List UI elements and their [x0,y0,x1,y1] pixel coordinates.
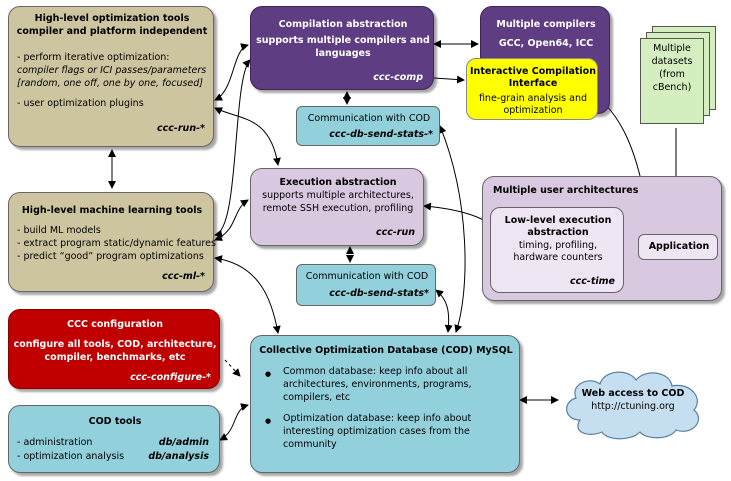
link-hlopt-comp [214,43,249,101]
cod-bullet-1-dot: ● [265,370,272,378]
hl-opt-subtitle: compiler and platform independent [16,26,208,37]
cod-tools-box[interactable]: COD tools - administration db/admin - op… [8,405,220,473]
comp-abs-line-2: supports multiple compilers and [256,35,430,46]
comp-abs-tag: ccc-comp [373,72,423,83]
cod-bullet-2-dot: ● [265,417,272,425]
ccc-conf-tag: ccc-configure-* [130,372,211,383]
cod-p2-line-2: interesting optimization cases from the [283,426,470,437]
ici-title-1: Interactive Compilation [470,66,596,77]
hl-opt-title: High-level optimization tools [34,13,190,24]
datasets-line-2: datasets [651,56,693,67]
lowlevel-line-3: timing, profiling, [518,240,598,251]
cod-database-box[interactable]: Collective Optimization Database (COD) M… [250,335,520,473]
exec-abs-title: Execution abstraction [279,177,397,188]
hl-ml-title: High-level machine learning tools [21,205,203,216]
ccc-conf-title: CCC configuration [67,319,163,330]
hl-opt-bullet-1: - perform iterative optimization: [17,52,170,63]
hl-ml-tools-box[interactable]: High-level machine learning tools - buil… [8,192,216,292]
comp-abs-line-3: languages [315,48,371,59]
application-box[interactable]: Application [638,234,718,260]
link-comp-ici [433,75,465,84]
ccc-conf-line-2: compiler, benchmarks, etc [44,352,186,363]
cod-tools-row-1-cmd: db/admin [158,437,209,448]
link-conf-cod [224,359,241,377]
ccc-conf-line-1: configure all tools, COD, architecture, [13,339,217,350]
link-hlml-comp [214,59,251,238]
lowlevel-title-2: abstraction [527,227,589,238]
user-arch-title: Multiple user architectures [493,185,639,196]
hl-opt-bullet-1b: [random, one off, one by one, focused] [17,78,204,89]
comm2-tag: ccc-db-send-stats* [329,288,429,299]
cod-tools-row-1-label: - administration [17,437,93,448]
communication-cod-box-1[interactable]: Communication with COD ccc-db-send-stats… [296,106,440,146]
cod-p1-line-3: compilers, etc [283,392,351,403]
web-access-url[interactable]: http://ctuning.org [591,401,675,412]
multi-comp-title: Multiple compilers [496,19,596,30]
exec-abs-line-2: supports multiple architectures, [262,190,414,201]
hl-ml-tag: ccc-ml-* [162,271,205,282]
lowlevel-title-1: Low-level execution [504,215,612,226]
hl-ml-bullet-1: - build ML models [17,225,101,236]
link-hlml-cod [214,255,281,334]
hl-ml-bullet-2: - extract program static/dynamic feature… [17,238,216,249]
cod-tools-row-2-label: - optimization analysis [17,451,125,462]
hl-optimization-tools-box[interactable]: High-level optimization tools compiler a… [8,6,214,147]
cod-tools-title: COD tools [88,416,142,427]
datasets-stack[interactable]: Multiple datasets (from cBench) [636,26,726,132]
cod-p2-line-3: community [283,439,337,450]
multi-comp-list: GCC, Open64, ICC [498,38,594,49]
communication-cod-box-2[interactable]: Communication with COD ccc-db-send-stats… [296,264,436,306]
hl-ml-bullet-3: - predict “good” program optimizations [17,251,204,262]
interactive-compilation-interface-box[interactable]: Interactive Compilation Interface fine-g… [466,58,598,120]
cloud-icon [566,371,700,440]
dataset-page-front: Multiple datasets (from cBench) [640,38,704,124]
link-comm2-cod [435,289,453,333]
comm1-tag: ccc-db-send-stats-* [329,129,433,140]
datasets-line-1: Multiple [653,43,691,54]
lowlevel-execution-box[interactable]: Low-level execution abstraction timing, … [490,207,624,293]
comm1-title: Communication with COD [307,113,431,124]
datasets-line-4: cBench) [652,82,692,93]
execution-abstraction-box[interactable]: Execution abstraction supports multiple … [250,168,424,246]
hl-opt-bullet-2: - user optimization plugins [17,98,144,109]
cod-tools-row-2-cmd: db/analysis [148,451,209,462]
ici-title-2: Interface [508,78,558,89]
cod-p1-line-2: architectures, environments, programs, [283,379,472,390]
exec-abs-tag: ccc-run [375,227,415,238]
compilation-abstraction-box[interactable]: Compilation abstraction supports multipl… [250,6,434,90]
exec-abs-line-3: remote SSH execution, profiling [262,203,414,214]
link-hlopt-exec [214,107,281,166]
link-tools-cod [219,403,249,441]
ici-line-3: fine-grain analysis and [478,93,588,104]
application-label: Application [648,241,710,252]
cod-p1-line-1: Common database: keep info about all [283,366,468,377]
link-comm1-cod [438,125,466,333]
ici-line-4: optimization [503,105,563,116]
ccc-configuration-box[interactable]: CCC configuration configure all tools, C… [8,309,220,389]
web-access-cloud[interactable]: Web access to COD http://ctuning.org [558,362,708,442]
web-access-title: Web access to COD [581,388,685,399]
link-hlml-exec [214,199,249,241]
lowlevel-tag: ccc-time [570,276,615,287]
cod-p2-line-1: Optimization database: keep info about [283,413,472,424]
datasets-line-3: (from [659,69,685,80]
lowlevel-line-4: hardware counters [513,252,603,263]
cod-title: Collective Optimization Database (COD) M… [259,345,513,356]
comp-abs-title: Compilation abstraction [278,19,408,30]
hl-opt-bullet-1a: compiler flags or ICI passes/parameters [17,65,207,76]
hl-opt-tag: ccc-run-* [157,123,205,134]
comm2-title: Communication with COD [305,271,429,282]
